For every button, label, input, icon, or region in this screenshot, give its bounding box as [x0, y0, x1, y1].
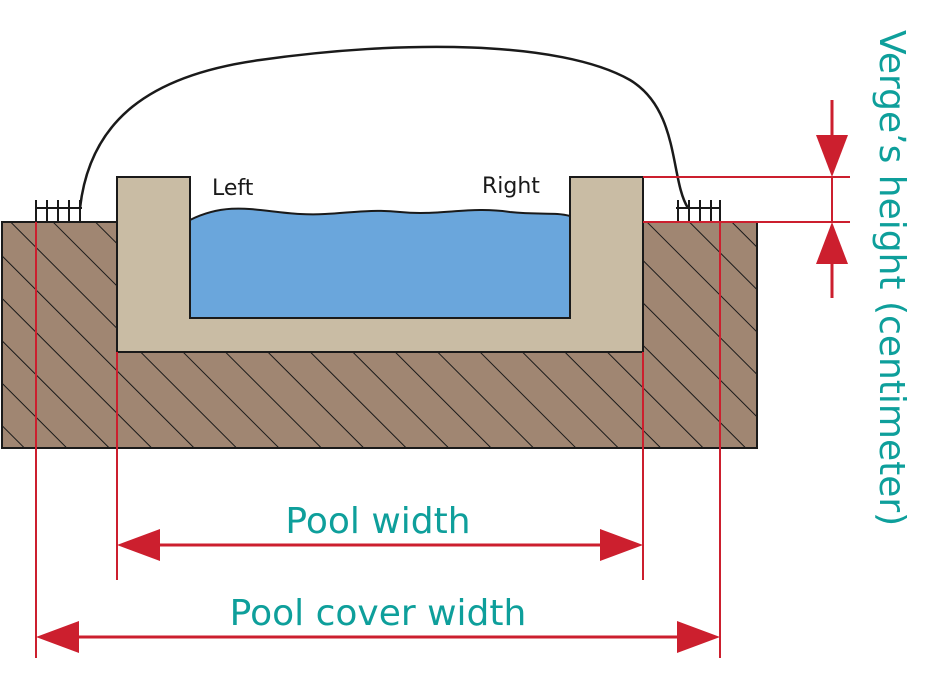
label-left: Left — [212, 176, 254, 201]
extension-lines — [35, 176, 850, 658]
label-verge-height: Verge’s height (centimeter) — [871, 30, 912, 526]
right-anchor — [676, 200, 721, 222]
ground-bottom — [116, 351, 644, 449]
label-pool-cover-width: Pool cover width — [230, 593, 527, 634]
pool-width-arrow-right — [600, 529, 643, 561]
label-right: Right — [482, 174, 540, 199]
verge-arrow-up — [816, 222, 848, 264]
pool-width-arrow-left — [117, 529, 160, 561]
cover-width-arrow-left — [36, 621, 79, 653]
label-pool-width: Pool width — [285, 501, 470, 542]
left-anchor — [35, 200, 82, 222]
pool-cover-arc — [78, 45, 690, 209]
ground-left — [1, 221, 118, 449]
pool-water — [189, 207, 571, 319]
verge-height-dimension — [816, 100, 848, 298]
pool-cover-width-dimension — [36, 621, 720, 653]
verge-arrow-down — [816, 135, 848, 177]
ground-right — [642, 221, 758, 449]
pool-width-dimension — [117, 529, 643, 561]
cover-width-arrow-right — [677, 621, 720, 653]
